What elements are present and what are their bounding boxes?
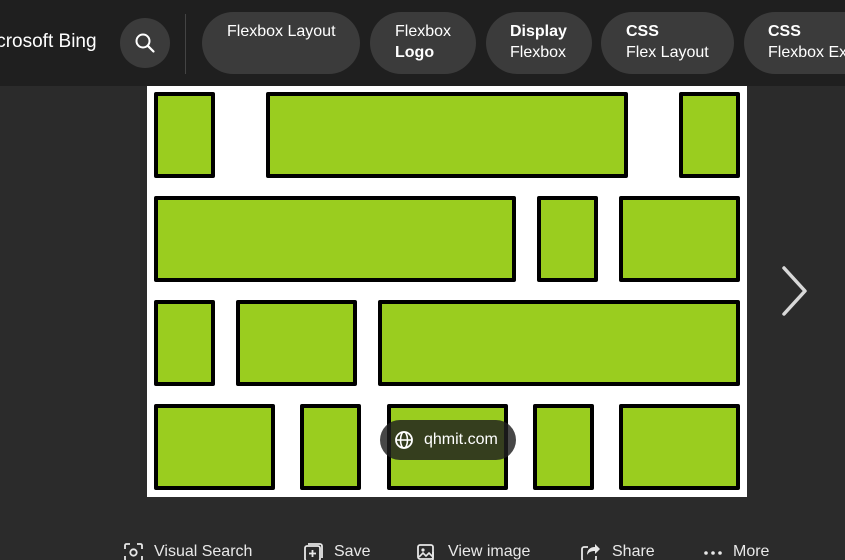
save-label: Save [334,543,371,560]
share-button[interactable]: Share [580,540,655,560]
visual-search-label: Visual Search [154,543,253,560]
save-collection-icon [304,542,323,560]
related-search-label: Flexbox Layout [227,23,336,40]
related-search-label: Flexbox [395,23,452,40]
related-search-css-flexbox-examples[interactable]: CSS Flexbox Ex [744,12,845,74]
related-search-bold-label: Display [510,23,567,40]
flex-item [236,300,357,386]
share-icon [581,543,600,560]
flex-item [154,92,215,178]
source-link[interactable]: qhmit.com [380,420,516,460]
flex-item [537,196,598,282]
visual-search-button[interactable]: Visual Search [123,540,252,560]
related-search-flexbox-layout[interactable]: Flexbox Layout [202,12,360,74]
share-label: Share [612,543,655,560]
chevron-right-icon [782,266,807,316]
flex-item [266,92,628,178]
flex-item [679,92,740,178]
related-search-flexbox-logo[interactable]: Flexbox Logo [370,12,476,74]
related-search-bold-label: Logo [395,44,435,61]
flex-item [619,196,740,282]
view-image-button[interactable]: View image [416,540,530,560]
flex-item [619,404,740,490]
image-actions-bar: Visual Search Save View image Share [0,536,845,560]
header-divider [185,14,186,74]
globe-icon [395,431,413,449]
next-image-button[interactable] [772,262,816,320]
related-search-display-flexbox[interactable]: Display Flexbox [486,12,592,74]
flex-item [154,196,516,282]
related-search-bold-label: CSS [626,23,659,40]
image-icon [417,543,434,560]
search-icon [135,33,155,53]
related-search-label: Flexbox [510,44,567,61]
more-dots-icon [704,550,722,555]
flex-item [154,300,215,386]
search-button[interactable] [120,18,170,68]
flex-item [154,404,275,490]
bing-logo-text[interactable]: icrosoft Bing [0,31,97,52]
visual-search-icon [124,542,143,560]
top-bar: icrosoft Bing Flexbox Layout Flexbox Log… [0,0,845,86]
related-search-label: Flexbox Ex [768,44,845,61]
source-domain: qhmit.com [424,431,498,448]
related-search-bold-label: CSS [768,23,801,40]
more-label: More [733,543,770,560]
more-button[interactable]: More [703,540,769,560]
view-image-label: View image [448,543,531,560]
related-search-label: Flex Layout [626,44,709,61]
flex-item [378,300,740,386]
flex-item [533,404,594,490]
related-search-css-flex-layout[interactable]: CSS Flex Layout [601,12,734,74]
save-button[interactable]: Save [303,540,370,560]
flex-item [300,404,361,490]
